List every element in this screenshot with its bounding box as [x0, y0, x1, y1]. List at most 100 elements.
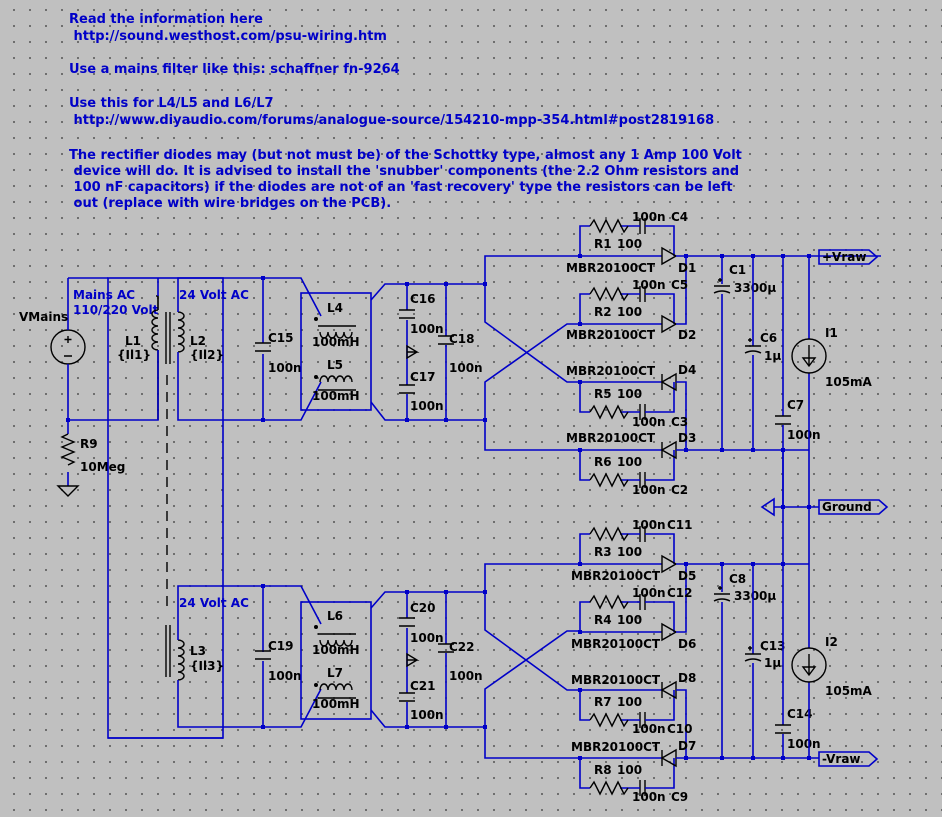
l5-value: 100mH [312, 389, 360, 403]
transformer-core-top [165, 312, 171, 364]
r1-value: 100 [617, 237, 642, 251]
c7-label: C7 [787, 398, 804, 412]
vraw-neg-label: -Vraw [822, 752, 861, 766]
r9-resistor[interactable] [56, 420, 80, 497]
note-line9: out (replace with wire bridges on the PC… [69, 196, 392, 211]
d8-type: MBR20100CT [571, 673, 661, 687]
d5-diode[interactable] [661, 554, 678, 574]
common-mode-choke-bottom [300, 601, 372, 720]
d8-label: D8 [678, 671, 696, 685]
r3-value: 100 [617, 545, 642, 559]
note-line5[interactable]: http://www.diyaudio.com/forums/analogue-… [69, 113, 715, 128]
c20-value: 100n [410, 631, 444, 645]
d6-type: MBR20100CT [571, 637, 661, 651]
d5-label: D5 [678, 569, 696, 583]
r8-label: R8 [594, 763, 612, 777]
d5-type: MBR20100CT [571, 569, 661, 583]
note-line3: Use a mains filter like this: schaffner … [69, 62, 400, 77]
d2-type: MBR20100CT [566, 328, 656, 342]
l5-coil[interactable] [314, 375, 356, 391]
l7-coil[interactable] [314, 683, 356, 699]
secondary-label-top: 24 Volt AC [179, 288, 249, 302]
c16-label: C16 [410, 292, 436, 306]
l2-label: L2 [190, 334, 206, 348]
d3-label: D3 [678, 431, 696, 445]
ground-flag-icon [760, 497, 775, 517]
ground-port[interactable] [818, 499, 889, 515]
note-line2[interactable]: http://sound.westhost.com/psu-wiring.htm [69, 29, 387, 44]
c22-value: 100n [449, 669, 483, 683]
r7-value: 100 [617, 695, 642, 709]
vmains-source[interactable] [50, 278, 86, 420]
c6-capacitor[interactable] [744, 256, 762, 450]
d6-diode[interactable] [661, 622, 678, 642]
c17-capacitor[interactable] [399, 352, 415, 420]
r4-label: R4 [594, 613, 612, 627]
c14-value: 100n [787, 737, 821, 751]
r6-value: 100 [617, 455, 642, 469]
c7-value: 100n [787, 428, 821, 442]
vraw-neg-port[interactable] [818, 751, 879, 767]
ground-symbol-mid-top [406, 344, 420, 360]
d1-diode[interactable] [661, 246, 678, 266]
r9-value: 10Meg [80, 460, 125, 474]
c8-value: 3300µ [734, 589, 776, 603]
c16-value: 100n [410, 322, 444, 336]
c22-capacitor[interactable] [438, 592, 454, 727]
secondary-label-bottom: 24 Volt AC [179, 596, 249, 610]
c15-capacitor[interactable] [255, 278, 271, 420]
c5-value: 100n [632, 278, 666, 292]
c19-capacitor[interactable] [255, 586, 271, 727]
c15-label: C15 [268, 331, 294, 345]
d1-type: MBR20100CT [566, 261, 656, 275]
l1-value: {Il1} [117, 348, 151, 362]
c1-capacitor[interactable] [713, 256, 731, 450]
c10-value: 100n [632, 722, 666, 736]
d6-label: D6 [678, 637, 696, 651]
l4-label: L4 [327, 301, 343, 315]
l3-coil[interactable] [177, 585, 263, 728]
c21-value: 100n [410, 708, 444, 722]
c14-capacitor[interactable] [775, 507, 791, 758]
d2-diode[interactable] [661, 314, 678, 334]
d2-label: D2 [678, 328, 696, 342]
c22-label: C22 [449, 640, 475, 654]
c11-label: C11 [667, 518, 693, 532]
c2-label: C2 [671, 483, 688, 497]
i2-current-source[interactable] [791, 507, 827, 758]
c6-value: 1µ [764, 349, 781, 363]
l1-coil[interactable] [108, 278, 159, 421]
r8-value: 100 [617, 763, 642, 777]
c8-capacitor[interactable] [713, 564, 731, 758]
vraw-pos-port[interactable] [818, 249, 879, 265]
c21-label: C21 [410, 679, 436, 693]
l6-label: L6 [327, 609, 343, 623]
c19-value: 100n [268, 669, 302, 683]
l6-coil[interactable] [314, 625, 356, 647]
c3-value: 100n [632, 415, 666, 429]
mains-ac-label: Mains AC [73, 288, 135, 302]
c9-label: C9 [671, 790, 688, 804]
d3-type: MBR20100CT [566, 431, 656, 445]
c9-value: 100n [632, 790, 666, 804]
c17-value: 100n [410, 399, 444, 413]
c17-label: C17 [410, 370, 436, 384]
l2-value: {Il2} [190, 348, 224, 362]
c13-capacitor[interactable] [744, 564, 762, 758]
l3-label: L3 [190, 644, 206, 658]
l2-coil[interactable] [177, 277, 263, 421]
r5-value: 100 [617, 387, 642, 401]
c4-label: C4 [671, 210, 688, 224]
common-mode-choke-top [300, 292, 372, 411]
i1-current-source[interactable] [791, 256, 827, 507]
c20-label: C20 [410, 601, 436, 615]
c3-label: C3 [671, 415, 688, 429]
l4-coil[interactable] [314, 317, 356, 339]
r5-label: R5 [594, 387, 612, 401]
c1-value: 3300µ [734, 281, 776, 295]
c6-label: C6 [760, 331, 777, 345]
d4-type: MBR20100CT [566, 364, 656, 378]
c12-label: C12 [667, 586, 693, 600]
c8-label: C8 [729, 572, 746, 586]
c18-capacitor[interactable] [438, 284, 454, 420]
